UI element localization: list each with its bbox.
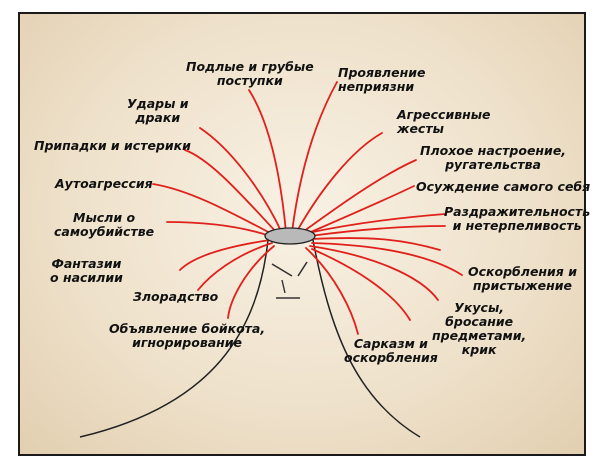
label-tantrums: Припадки и истерики: [34, 138, 191, 153]
ray-aggressive-gestures: [295, 132, 383, 234]
ray-suicide-thoughts: [166, 221, 271, 237]
volcano-face-right-brow: [297, 261, 308, 277]
label-insults-shaming: Оскорбления и пристыжение: [468, 264, 577, 293]
label-sarcasm: Сарказм и оскорбления: [344, 336, 438, 365]
ray-fights: [199, 127, 283, 234]
label-suicide-thoughts: Мысли о самоубийстве: [54, 210, 155, 239]
label-rude-acts: Подлые и грубые поступки: [186, 59, 314, 88]
ray-bad-mood: [299, 159, 417, 235]
label-irritability: Раздражительность и нетерпеливость: [444, 204, 591, 233]
label-self-aggression: Аутоагрессия: [55, 176, 153, 191]
label-malice: Злорадство: [133, 289, 219, 304]
label-boycott: Объявление бойкота, игнорирование: [109, 321, 266, 350]
ray-boycott: [227, 245, 275, 319]
ray-insults-shaming: [311, 242, 463, 276]
ray-hostility: [291, 81, 338, 233]
ray-extra-right: [311, 237, 441, 251]
volcano-right-slope: [312, 239, 421, 438]
label-aggressive-gestures: Агрессивные жесты: [397, 107, 491, 136]
ray-self-aggression: [152, 183, 275, 236]
label-bites-throwing: Укусы, бросание предметами, крик: [432, 300, 527, 357]
ray-tantrums: [184, 149, 279, 235]
label-bad-mood: Плохое настроение, ругательства: [420, 143, 567, 172]
ray-violence-fantasies: [179, 239, 271, 271]
volcano-face-left-brow: [271, 263, 293, 277]
ray-malice: [197, 242, 273, 291]
volcano-crater: [264, 227, 316, 245]
ray-extra-right-2: [311, 248, 411, 321]
label-hostility: Проявление неприязни: [338, 65, 426, 94]
ray-rude-acts: [248, 89, 287, 233]
ray-irritability-2: [309, 225, 446, 237]
ray-bites-throwing: [309, 245, 439, 301]
label-violence-fantasies: Фантазии о насилии: [50, 256, 123, 285]
volcano-left-slope: [79, 239, 269, 438]
label-fights: Удары и драки: [127, 96, 189, 125]
ray-self-blame: [303, 185, 415, 236]
ray-irritability-1: [307, 213, 446, 234]
ray-sarcasm: [305, 247, 359, 335]
label-self-blame: Осуждение самого себя: [416, 179, 591, 194]
volcano-face-line: [281, 279, 286, 294]
